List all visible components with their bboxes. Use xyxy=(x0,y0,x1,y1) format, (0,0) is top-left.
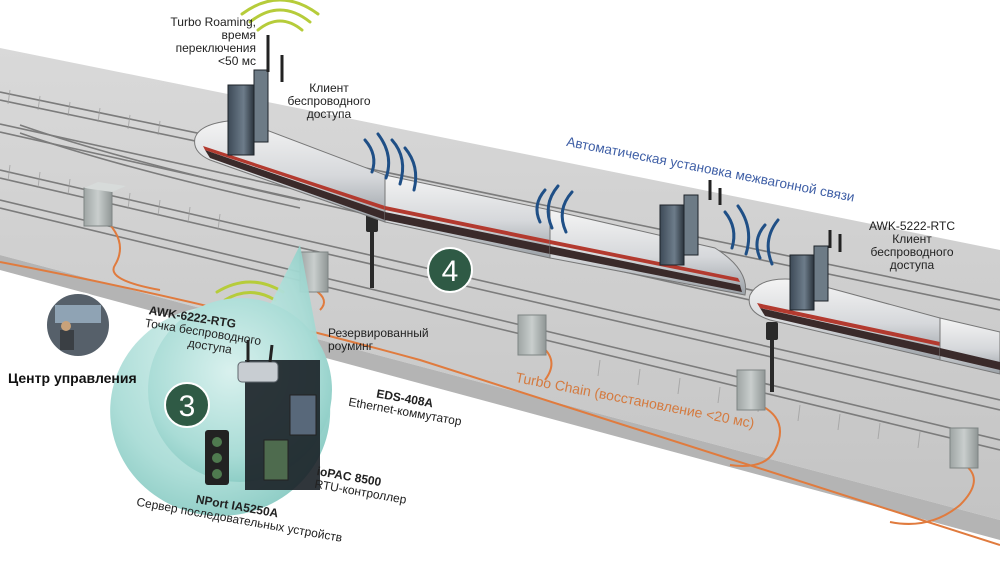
reserved-roaming-label: Резервированный роуминг xyxy=(328,327,429,353)
turbo-roaming-line-3: переключения xyxy=(175,41,256,55)
awk5222-line-3: беспроводного xyxy=(870,245,954,259)
turbo-roaming-label: Turbo Roaming, время переключения <50 мс xyxy=(158,16,256,68)
onboard-devices xyxy=(227,35,842,311)
awk5222-label: AWK-5222-RTC Клиент беспроводного доступ… xyxy=(862,220,962,272)
badge-3-label: 3 xyxy=(179,390,196,423)
client-top-line-2: беспроводного xyxy=(287,94,371,108)
turbo-roaming-line-2: время xyxy=(221,28,256,42)
badge-3: 3 xyxy=(164,382,210,428)
awk5222-line-2: Клиент xyxy=(892,232,932,246)
turbo-roaming-line-4: <50 мс xyxy=(218,54,256,68)
zoom-bubble xyxy=(110,245,332,516)
reserved-roaming-line-2: роуминг xyxy=(328,339,374,353)
badge-4-label: 4 xyxy=(442,255,459,288)
client-top-line-1: Клиент xyxy=(309,81,349,95)
awk5222-line-4: доступа xyxy=(889,258,935,272)
client-top-label: Клиент беспроводного доступа xyxy=(284,82,374,121)
awk5222-line-1: AWK-5222-RTC xyxy=(868,219,956,233)
turbo-roaming-line-1: Turbo Roaming, xyxy=(170,15,256,29)
control-center-label: Центр управления xyxy=(8,370,137,386)
client-top-line-3: доступа xyxy=(306,107,352,121)
signal-posts xyxy=(366,214,778,392)
control-center-photo xyxy=(45,292,111,358)
wifi-signals xyxy=(215,0,780,302)
trackside-cabinets xyxy=(83,182,979,469)
reserved-roaming-line-1: Резервированный xyxy=(328,326,429,340)
badge-4: 4 xyxy=(427,247,473,293)
